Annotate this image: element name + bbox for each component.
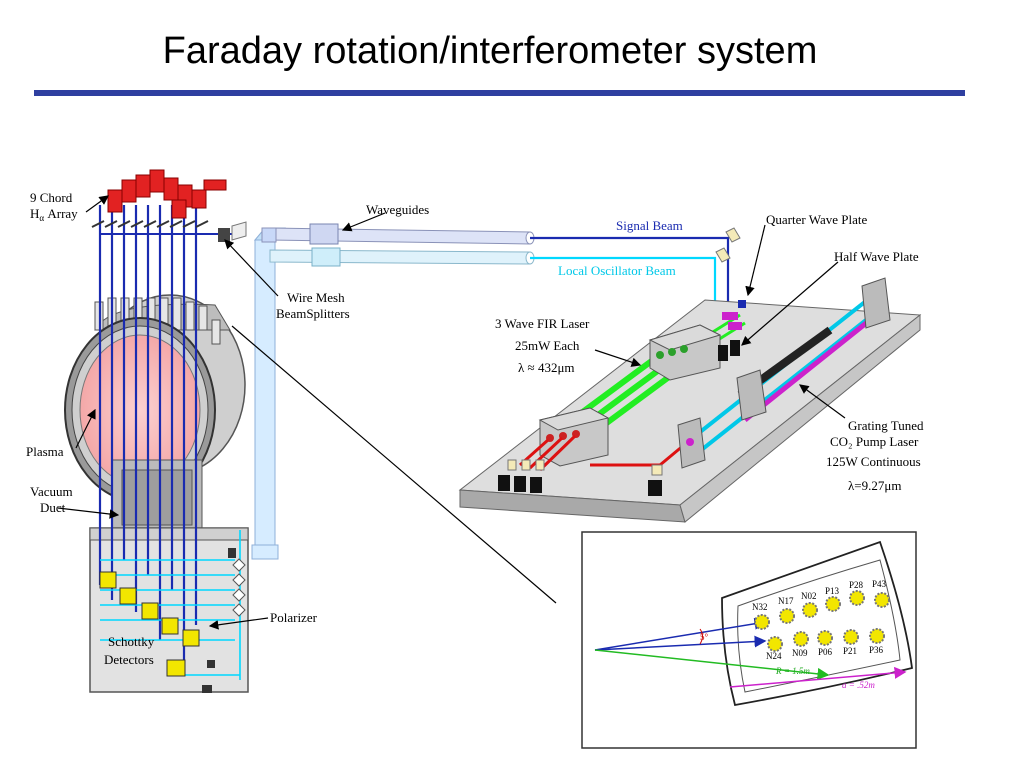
co2-pump-laser xyxy=(677,277,891,469)
label-schottky-2: Detectors xyxy=(104,652,154,667)
label-waveguides: Waveguides xyxy=(366,202,429,217)
label-grating-4: λ=9.27μm xyxy=(848,478,901,493)
inset-chord-bottom: P21 xyxy=(843,646,857,656)
label-half-wave: Half Wave Plate xyxy=(834,249,919,264)
label-schottky-1: Schottky xyxy=(108,634,155,649)
polarizer-stack xyxy=(232,558,246,617)
inset-chord-bottom: N24 xyxy=(766,651,782,661)
label-wire-mesh-1: Wire Mesh xyxy=(287,290,345,305)
label-lo-beam: Local Oscillator Beam xyxy=(558,263,676,278)
label-chord-array-2: Hα Array xyxy=(30,206,78,223)
inset-chord-top: N17 xyxy=(778,596,794,606)
inset-angle: 5° xyxy=(700,632,709,642)
inset-chord-bottom: P06 xyxy=(818,647,833,657)
inset-chord-top: N02 xyxy=(801,591,817,601)
label-signal-beam: Signal Beam xyxy=(616,218,683,233)
chord-beams xyxy=(98,205,198,660)
label-chord-array-1: 9 Chord xyxy=(30,190,73,205)
label-vacuum-1: Vacuum xyxy=(30,484,73,499)
chord-array-boxes xyxy=(107,169,227,219)
vertical-waveguide xyxy=(251,227,287,560)
inset-chord-bottom: N09 xyxy=(792,648,808,658)
signal-beam xyxy=(530,236,730,310)
tokamak-assembly xyxy=(64,294,249,693)
page-title: Faraday rotation/interferometer system xyxy=(162,30,818,72)
label-quarter-wave: Quarter Wave Plate xyxy=(766,212,867,227)
horizontal-waveguides xyxy=(261,223,535,267)
inset-chord-top: P13 xyxy=(825,586,840,596)
inset-chord-top: P43 xyxy=(872,579,887,589)
inset-panel xyxy=(581,531,917,749)
inset-chord-top: P28 xyxy=(849,580,864,590)
inset-ports xyxy=(754,590,890,652)
schottky-detectors xyxy=(99,571,200,677)
label-fir-3: λ ≈ 432μm xyxy=(518,360,575,375)
inset-R-label: R = 1.5m xyxy=(775,666,810,676)
inset-chord-bottom: P36 xyxy=(869,645,884,655)
title-underline xyxy=(34,90,965,96)
label-grating-2: CO₂ Pump Laser xyxy=(830,434,919,449)
label-fir-1: 3 Wave FIR Laser xyxy=(495,316,590,331)
label-polarizer: Polarizer xyxy=(270,610,318,625)
label-wire-mesh-2: BeamSplitters xyxy=(276,306,350,321)
label-grating-3: 125W Continuous xyxy=(826,454,921,469)
label-fir-2: 25mW Each xyxy=(515,338,580,353)
label-vacuum-2: Duct xyxy=(40,500,66,515)
inset-chord-top: N32 xyxy=(752,602,768,612)
label-grating-1: Grating Tuned xyxy=(848,418,924,433)
inset-a-label: a = .52m xyxy=(842,680,875,690)
local-oscillator-beam xyxy=(530,256,717,305)
label-plasma: Plasma xyxy=(26,444,64,459)
